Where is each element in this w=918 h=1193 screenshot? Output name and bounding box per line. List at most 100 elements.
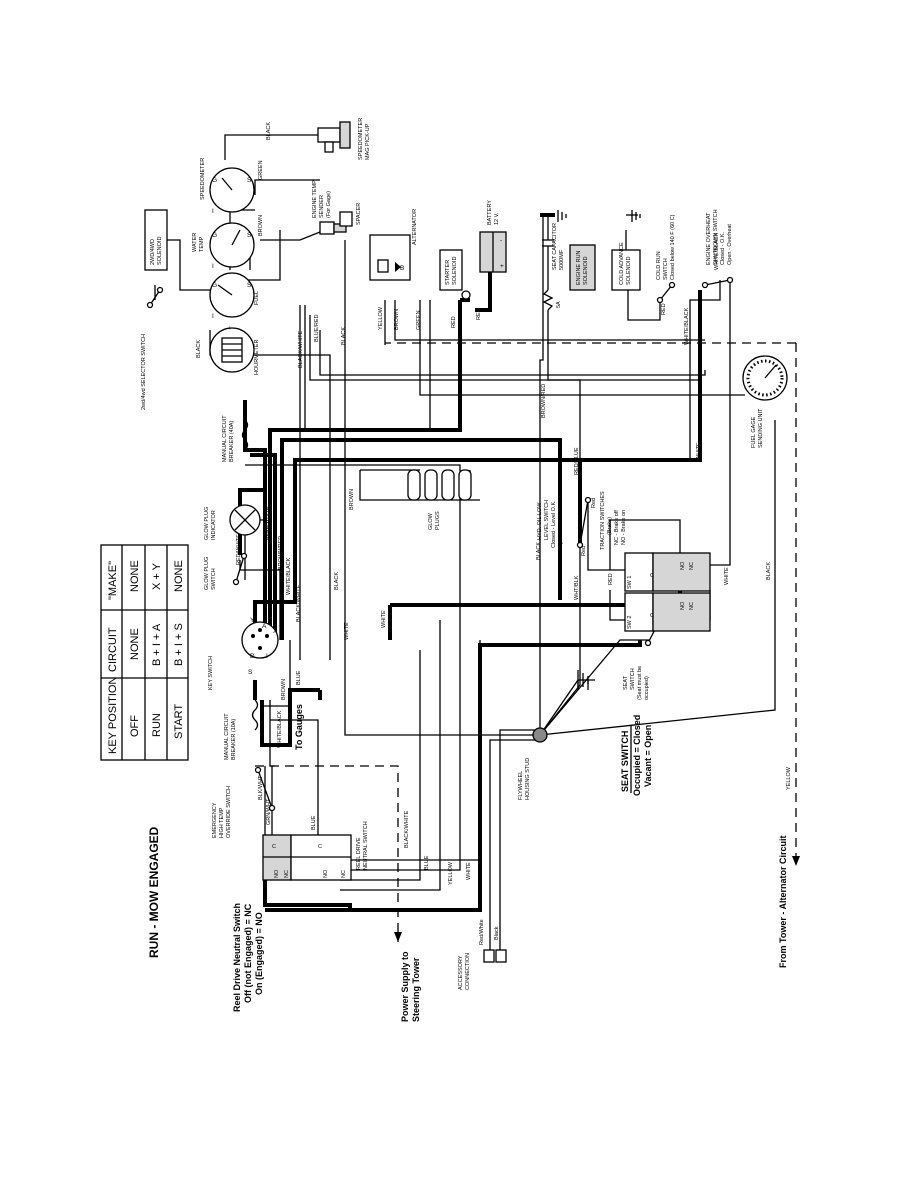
wire-color-labels: BROWN BLUE WHITE/BLACK BLK/WHT GRN/WHT B…: [196, 122, 792, 885]
glow-plugs-label-line2: PLUGS: [435, 511, 441, 530]
wire-label-white-black-4: WHITE/BLACK: [714, 232, 720, 270]
wire-label-white-traction: WHITE: [724, 567, 730, 585]
accessory-connection: ACCESSORY CONNECTION Red/White Black: [458, 919, 507, 990]
hydraulic-red-label-2: Red: [591, 498, 597, 508]
key-terminal-y: Y: [250, 617, 255, 624]
fuel-label: FUEL: [254, 291, 260, 305]
starter-label-line2: SOLENOID: [452, 257, 458, 285]
engine-temp-label-line3: (For Gage): [326, 191, 332, 218]
water-temp-terminal-s: S: [247, 232, 252, 239]
speedometer-terminal-g: G: [212, 177, 217, 184]
power-supply-dashed-wire: [255, 765, 399, 942]
fuel-terminal-g: G: [212, 282, 217, 289]
accessory-wire-red-white: Red/White: [479, 919, 485, 945]
water-temp-terminal-g: G: [212, 232, 217, 239]
wire-label-yellow-alt: YELLOW: [378, 306, 384, 330]
wire-label-blk-wht: BLK/WHT: [258, 775, 264, 800]
power-supply-arrow: [394, 932, 402, 942]
power-supply-note-line1: Power Supply to: [400, 951, 410, 1022]
hourmeter-plus: +: [228, 325, 232, 332]
ground-symbol-cold-advance: [625, 210, 641, 250]
flywheel-label-line1: FLYWHEEL: [518, 771, 524, 800]
reel-neutral-label-line2: NEUTRAL SWITCH: [363, 821, 369, 870]
table-row-off-make: NONE: [129, 560, 141, 592]
wire-label-brown-red-2: BROWN/RED: [541, 384, 547, 418]
wire-label-blue-reel: BLUE: [311, 815, 317, 830]
overheat-label-line4: Open - Overheat: [727, 224, 733, 265]
traction-sw1-terminal-no: NO: [680, 561, 686, 570]
hydraulic-label-line4: Open - Level Low: [558, 505, 564, 548]
engine-run-label-line1: ENGINE RUN: [576, 250, 582, 285]
wire-label-white-right: WHITE: [696, 442, 702, 460]
wire-label-black-white-top: BLACK/WHITE: [298, 330, 304, 368]
two-wheel-four-wheel-solenoid: 2WD/4WD SOLENOID: [144, 209, 168, 271]
hydraulic-oil-switch: HYD. OIL LOW LEVEL SWITCH Closed - Level…: [537, 496, 597, 556]
key-position-table: KEY POSITION CIRCUIT "MAKE" OFF NONE NON…: [100, 544, 189, 761]
reel-drive-neutral-switch: C C NO NC NO NC REEL DRIVE NEUTRAL SWITC…: [262, 821, 369, 881]
reel-drive-note-line2: Off (not Engaged) = NC: [243, 903, 253, 1003]
glow-ind-label-line2: INDICATOR: [211, 510, 217, 540]
circuit-breaker-40a: MANUAL CIRCUIT BREAKER (40A): [222, 415, 249, 462]
cold-advance-label-line2: SOLENOID: [626, 257, 632, 285]
glow-switch-label-line2: SWITCH: [211, 568, 217, 590]
wire-label-blue-key: BLUE: [296, 670, 302, 685]
accessory-label-line2: CONNECTION: [465, 953, 471, 990]
breaker-40a-label-line1: MANUAL CIRCUIT: [222, 415, 228, 462]
engine-temp-label-line2: SENDER: [319, 195, 325, 218]
alternator: B ALTERNATOR: [369, 209, 418, 281]
key-terminal-s: S: [248, 669, 253, 676]
key-terminal-a: A: [262, 623, 267, 630]
cold-advance-label-line1: COLD ADVANCE: [619, 242, 625, 285]
wire-label-brown-glow: BROWN: [349, 489, 355, 510]
battery-label-line2: 12 V.: [494, 212, 500, 225]
accessory-label-line1: ACCESSORY: [458, 955, 464, 990]
traction-label-line2: (Brake): [607, 517, 613, 535]
fuel-terminal-s: S: [247, 282, 252, 289]
hydraulic-label-line3: Closed - Level O.K.: [551, 500, 557, 548]
alternator-label: ALTERNATOR: [412, 209, 418, 245]
emergency-override-switch: EMERGENCY HIGH TEMP OVERRIDE SWITCH: [212, 766, 276, 838]
diagram-title: RUN - MOW ENGAGED: [147, 826, 161, 958]
wire-label-black-speed: BLACK: [266, 122, 272, 140]
solenoid-2wd-label-line1: 2WD/4WD: [150, 239, 156, 265]
starter-solenoid: STARTER SOLENOID: [439, 249, 471, 300]
key-terminal-b: B: [250, 653, 254, 660]
traction-label-line1: TRACTION SWITCHES: [600, 491, 606, 550]
water-temp-gauge: G S I WATER TEMP: [192, 222, 255, 270]
wire-label-black-spacer: BLACK: [341, 327, 347, 345]
engine-temp-label-line1: ENGINE TEMP: [312, 180, 318, 218]
ground-symbol-seat: [577, 670, 589, 690]
traction-sw2-terminal-nc: NC: [689, 602, 695, 610]
spacer-label: SPACER: [356, 203, 362, 225]
fuel-sender-label-line1: FUEL GAGE: [751, 416, 757, 448]
speedometer-terminal-i: I: [212, 208, 214, 215]
engine-run-solenoid: ENGINE RUN SOLENOID: [569, 244, 596, 291]
wire-label-blue-lower: BLUE: [424, 855, 430, 870]
wire-label-red-starter: RED: [451, 316, 457, 328]
battery-label-line1: BATTERY: [487, 200, 493, 225]
table-row-start-make: NONE: [173, 560, 185, 592]
cold-advance-solenoid: COLD ADVANCE SOLENOID: [611, 242, 641, 291]
wire-label-wht-blk: WHT/BLK: [574, 575, 580, 600]
wire-label-green-speed: GREEN: [258, 160, 264, 180]
table-header-circuit: CIRCUIT: [107, 627, 119, 672]
seat-switch-note-line2: Vacant = Open: [643, 725, 653, 787]
seat-switch-label-line1: SEAT: [623, 675, 629, 690]
speed-pickup-label-line2: MAG PICK-UP: [365, 123, 371, 160]
speed-pickup-label-line1: SPEEDOMETER: [358, 118, 364, 160]
table-header-make: "MAKE": [107, 561, 119, 600]
seat-switch-note-line1: Occupied = Closed: [632, 715, 642, 796]
glow-plug-indicator: GLOW PLUG INDICATOR: [204, 504, 261, 540]
wire-label-red-blue: RED/BLUE: [574, 447, 580, 475]
speedometer-terminal-s: S: [247, 177, 252, 184]
wire-label-white-lower: WHITE: [466, 862, 472, 880]
table-row-off-circuit: NONE: [129, 628, 141, 660]
cold-run-label-line2: SWITCH: [663, 258, 669, 280]
fuel-terminal-i: I: [212, 313, 214, 320]
glow-ind-label-line1: GLOW PLUG: [204, 507, 210, 540]
reel-switch-terminal-nc2: NC: [341, 870, 347, 878]
seat-capacitor: 5A SEAT CAPACITOR 5000MF: [542, 215, 565, 311]
from-tower-note: From Tower - Alternator Circuit: [778, 835, 788, 968]
speedometer-gauge: G S I SPEEDOMETER: [200, 158, 255, 215]
engine-run-label-line2: SOLENOID: [583, 257, 589, 285]
